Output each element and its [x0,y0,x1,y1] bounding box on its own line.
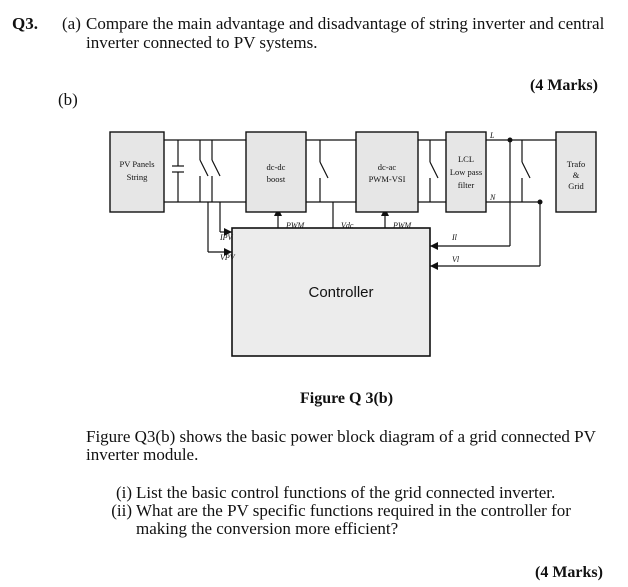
lcl-label-line3: filter [458,180,475,190]
pwm-right-label: PWM [392,221,413,230]
part-a-marks: (4 Marks) [530,77,598,94]
switch2-blade [211,159,221,177]
figure-description: Figure Q3(b) shows the basic power block… [86,427,596,464]
part-b-marks: (4 Marks) [535,564,603,581]
trafo-label-line1: Trafo [567,159,586,169]
L-label: L [489,131,495,140]
part-a-text: Compare the main advantage and disadvant… [86,14,606,52]
list-item: (i) List the basic control functions of … [96,484,596,502]
vpv-label: VPV [220,253,236,262]
switch4-blade [429,161,439,179]
power-block-diagram: PV Panels String dc-dc boost dc-ac PWM-V… [109,131,597,357]
question-number: Q3. [12,14,38,33]
pwm-left-label: PWM [285,221,306,230]
part-b-label: (b) [58,90,78,109]
list-item-text: What are the PV specific functions requi… [136,501,571,538]
ipv-arrow [224,248,232,256]
dcdc-label-line1: dc-dc [267,162,286,172]
lcl-label-line2: Low pass [450,167,482,177]
vpv-arrow [224,228,232,236]
part-a-question: Compare the main advantage and disadvant… [86,14,605,52]
switch5-blade [521,161,531,179]
N-label: N [489,193,496,202]
list-item-number: (ii) [111,501,132,520]
il-arrow [430,242,438,250]
controller-block [231,227,431,357]
ipv-label: IPV [219,233,234,242]
switch3-blade [319,161,329,179]
sub-question-list: (i) List the basic control functions of … [96,484,596,538]
list-item-text: List the basic control functions of the … [136,483,556,502]
switch1-blade [199,159,209,177]
figure-caption: Figure Q 3(b) [300,390,394,407]
junction-dot-il [507,137,513,143]
lcl-filter-block [445,131,487,213]
dcdc-label-line2: boost [267,174,286,184]
trafo-label-line3: Grid [568,181,584,191]
pv-label-line1: PV Panels [119,159,154,169]
vdc-label: Vdc [341,221,354,230]
pv-label-line2: String [127,172,149,182]
dcdc-boost-block [245,131,307,213]
vl-label: Vl [452,255,460,264]
dcac-label-line2: PWM-VSI [369,174,406,184]
list-item-number: (i) [115,483,132,502]
list-item: (ii) What are the PV specific functions … [96,502,596,538]
vl-arrow [430,262,438,270]
dcac-label-line1: dc-ac [378,162,397,172]
trafo-grid-block [555,131,597,213]
pv-panels-block [109,131,165,213]
il-label: Il [451,233,458,242]
dcac-pwm-vsi-block [355,131,419,213]
lcl-label-line1: LCL [458,154,474,164]
part-a-label: (a) [62,14,81,33]
junction-dot-vl [537,199,543,205]
controller-label: Controller [308,284,373,301]
trafo-label-line2: & [573,170,580,180]
